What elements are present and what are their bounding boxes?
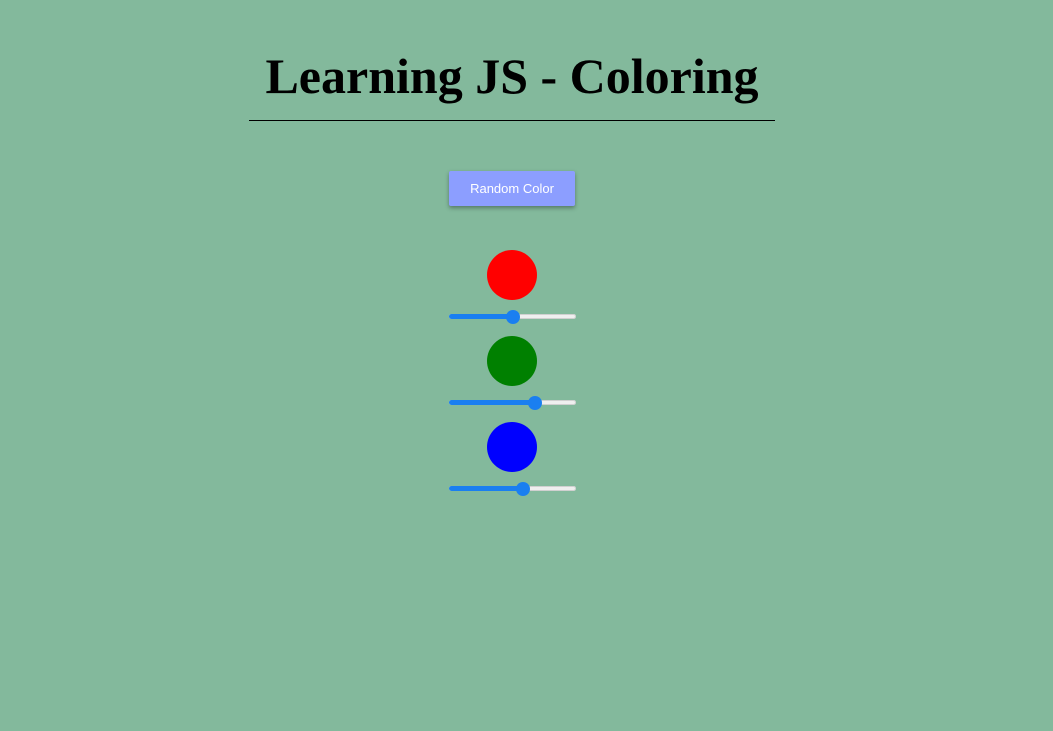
title-divider <box>249 120 775 121</box>
red-slider-thumb[interactable] <box>505 310 520 324</box>
random-color-button[interactable]: Random Color <box>449 171 575 206</box>
green-color-swatch <box>487 336 537 386</box>
blue-slider[interactable] <box>449 482 576 496</box>
red-slider[interactable] <box>449 310 576 324</box>
page-title: Learning JS - Coloring <box>265 48 759 104</box>
green-slider-fill <box>449 400 536 405</box>
green-slider[interactable] <box>449 396 576 410</box>
blue-slider-fill <box>449 486 523 491</box>
green-slider-thumb[interactable] <box>528 396 543 410</box>
blue-slider-thumb[interactable] <box>515 482 530 496</box>
red-slider-fill <box>449 314 513 319</box>
blue-color-swatch <box>487 422 537 472</box>
red-color-swatch <box>487 250 537 300</box>
